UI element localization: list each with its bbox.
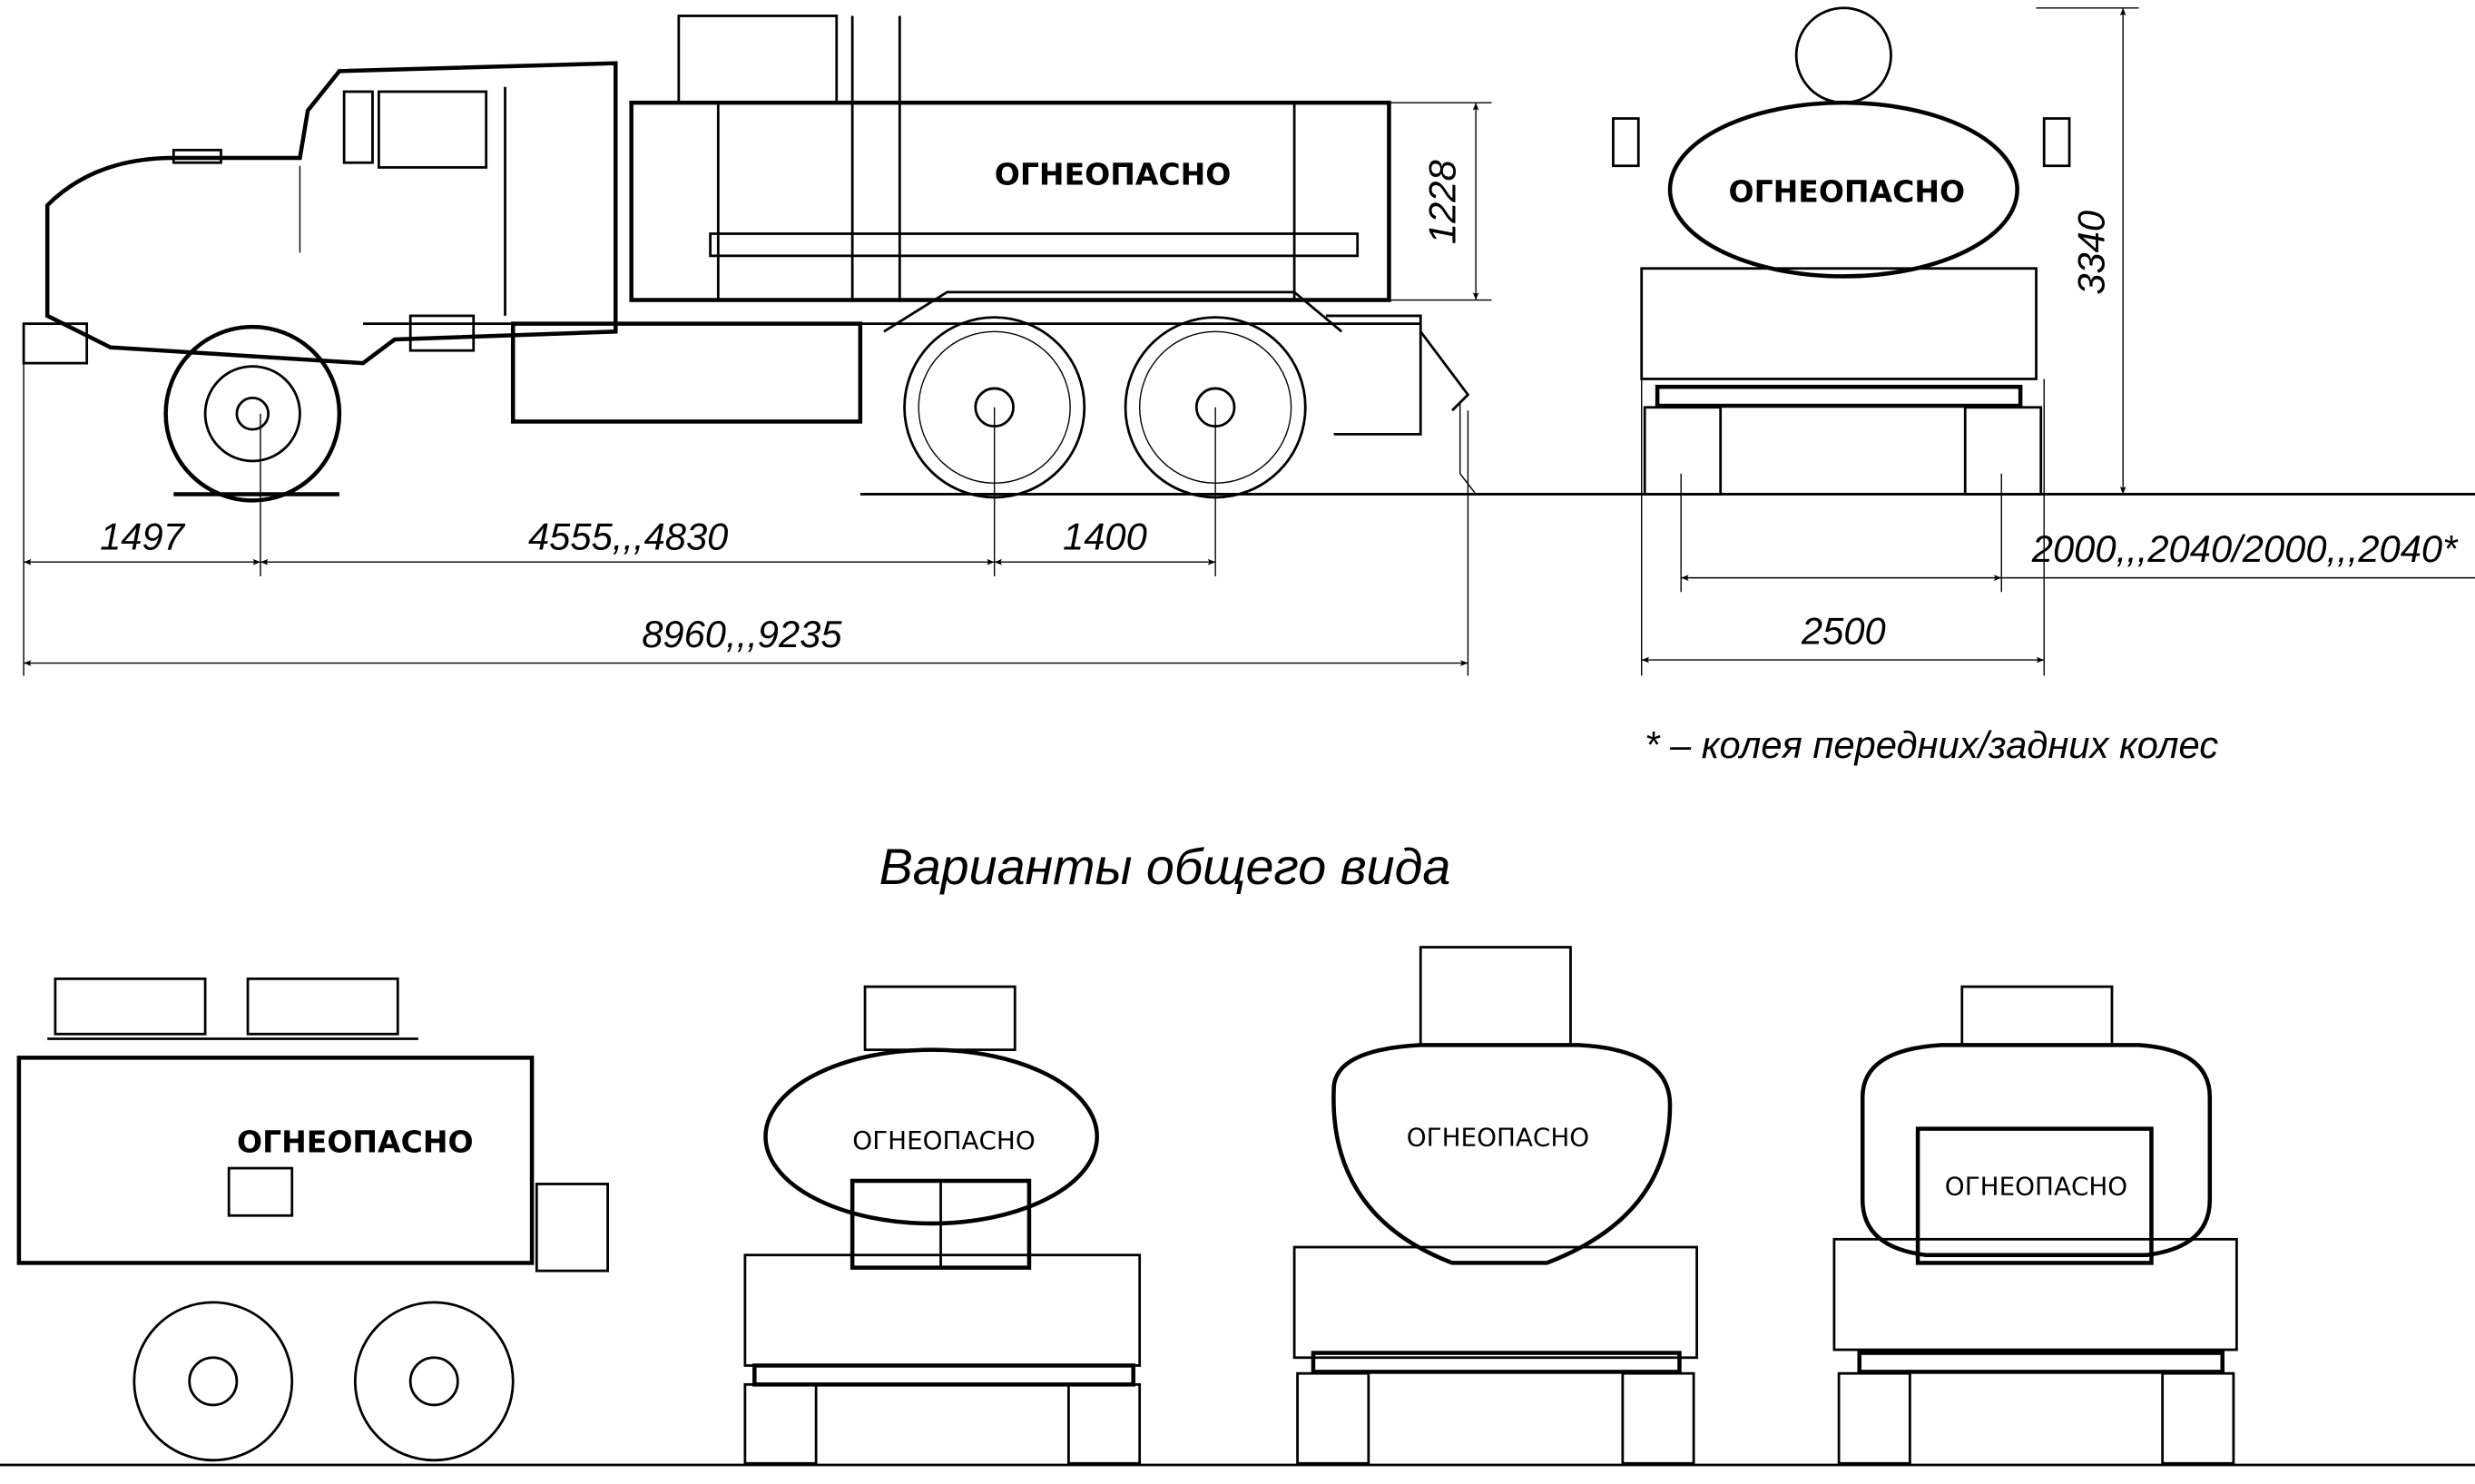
dim-overall-width: 2500 (1801, 610, 1886, 653)
dim-tank-height: 1228 (1421, 160, 1464, 244)
rear-tank-warning-label: ОГНЕОПАСНО (1729, 174, 1966, 210)
tank-body: ОГНЕОПАСНО (629, 15, 1391, 302)
dim-overall-length: 8960,,,9235 (642, 613, 842, 655)
tank-warning-label: ОГНЕОПАСНО (995, 157, 1232, 192)
variant-2-label: ОГНЕОПАСНО (852, 1125, 1035, 1155)
dim-overall-height: 3340 (2069, 211, 2112, 295)
dim-wheelbase: 4555,,,4830 (528, 515, 728, 557)
footnote: * – колея передних/задних колес (1645, 723, 2218, 766)
variant-3-rear: ОГНЕОПАСНО (1292, 946, 1698, 1465)
ground-chain (1459, 402, 1497, 496)
section-title: Варианты общего вида (879, 839, 1451, 895)
dim-track: 2000,,,2040/2000,,,2040* (2031, 527, 2459, 570)
variant-3-label: ОГНЕОПАСНО (1407, 1123, 1589, 1153)
variant-2-rear: ОГНЕОПАСНО (743, 985, 1142, 1465)
variant-1-label: ОГНЕОПАСНО (237, 1125, 474, 1160)
side-view-truck: ОГНЕОПАСНО (22, 15, 2475, 503)
cab (22, 61, 618, 366)
dim-front-overhang: 1497 (100, 515, 186, 557)
dim-rear-axle-spacing: 1400 (1063, 515, 1147, 557)
variant-4-rear: ОГНЕОПАСНО (1832, 985, 2238, 1465)
variant-4-label: ОГНЕОПАСНО (1945, 1172, 2127, 1202)
chassis (363, 290, 1470, 436)
rear-view-truck: ОГНЕОПАСНО (1612, 6, 2071, 496)
variant-1-side: ОГНЕОПАСНО (16, 977, 609, 1462)
wheel-front (163, 324, 342, 503)
side-dimensions: 1497 4555,,,4830 1400 8960,,,9235 1228 (23, 102, 1492, 676)
rear-dimensions: 3340 2000,,,2040/2000,,,2040* 2500 * – к… (1641, 7, 2475, 766)
